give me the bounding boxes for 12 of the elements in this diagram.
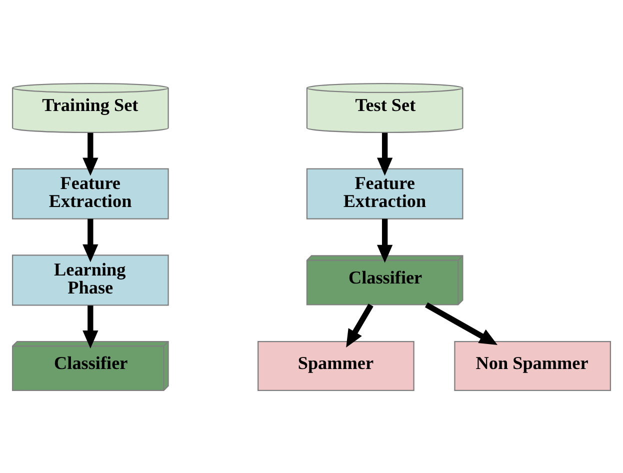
arrow [377, 218, 393, 262]
arrow [82, 132, 98, 176]
node-box: Feature Extraction [306, 168, 464, 219]
node-box: Spammer [258, 340, 414, 391]
node-box: Feature Extraction [12, 168, 169, 219]
node-box: Non Spammer [454, 340, 612, 391]
arrow [377, 132, 393, 176]
arrow [424, 302, 498, 345]
arrow [82, 218, 98, 262]
node-box: Learning Phase [12, 254, 169, 306]
arrow [82, 305, 98, 348]
arrow [346, 303, 374, 348]
